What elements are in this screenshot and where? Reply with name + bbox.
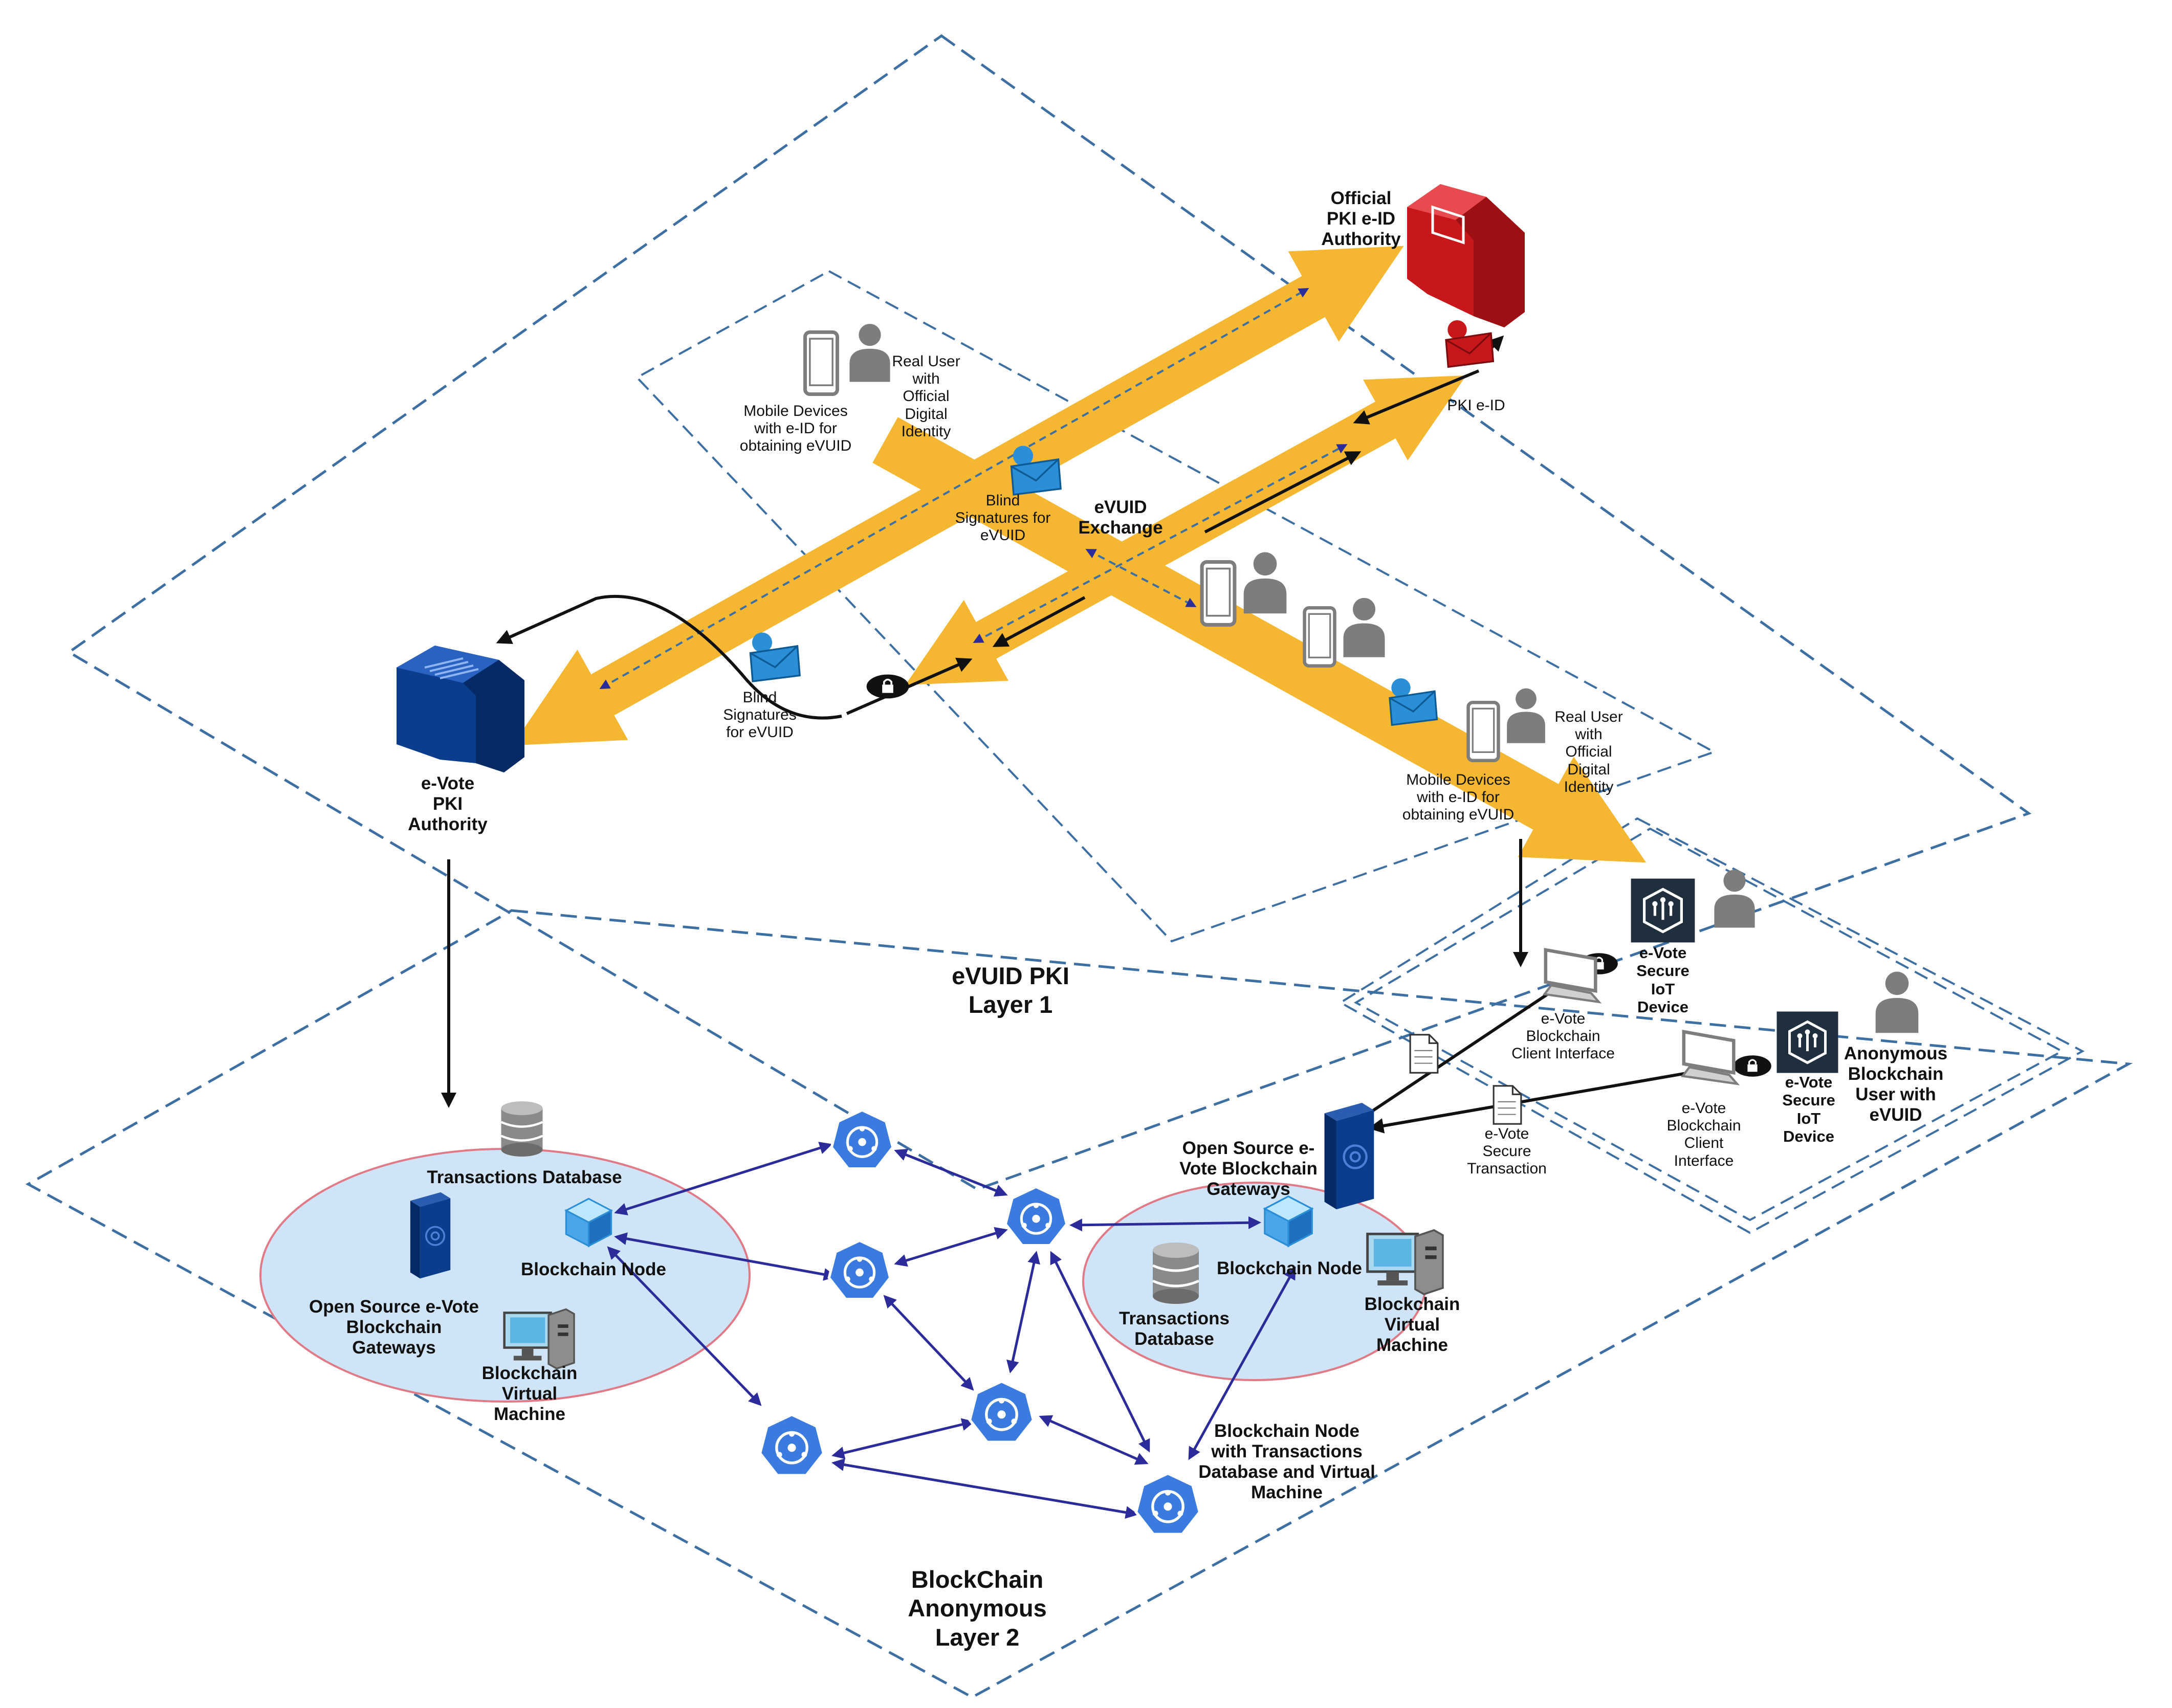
- client-interface-label-2: e-Vote Blockchain Client Interface: [1666, 1100, 1741, 1169]
- left-node-label: Blockchain Node: [521, 1259, 666, 1279]
- anonymous-user-icon: [1875, 971, 1919, 1033]
- official-authority-label: Official PKI e-ID Authority: [1321, 188, 1401, 249]
- client-zone: [1339, 817, 2085, 1234]
- database-icon: [1153, 1243, 1199, 1304]
- virtual-machine-icon: [1368, 1230, 1443, 1294]
- anonymous-user-label: Anonymous Blockchain User with eVUID: [1844, 1044, 1948, 1125]
- client-interface-label-1: e-Vote Blockchain Client Interface: [1511, 1010, 1615, 1062]
- pki-eid-envelope-icon: [1445, 319, 1495, 368]
- iot-device-icon: [1777, 1012, 1838, 1073]
- evote-authority-label: e-Vote PKI Authority: [408, 773, 488, 834]
- mobile-devices-label-bottom: Mobile Devices with e-ID for obtaining e…: [1402, 771, 1515, 824]
- right-gateways-label: Open Source e- Vote Blockchain Gateways: [1179, 1138, 1318, 1199]
- layer2-plane: [25, 909, 2133, 1699]
- layer1-label: eVUID PKI Layer 1: [952, 962, 1069, 1018]
- client-monitor-icon: [1545, 950, 1599, 1002]
- right-node-label: Blockchain Node: [1217, 1258, 1362, 1278]
- secure-transaction-label: e-Vote Secure Transaction: [1467, 1125, 1547, 1178]
- blind-signature-label-bottom: Blind Signatures for eVUID: [723, 689, 797, 741]
- real-user-middle-2: [1305, 597, 1385, 666]
- blind-signature-label-top: Blind Signatures for eVUID: [955, 492, 1051, 544]
- layer1-plane: [67, 34, 2032, 1191]
- network-arrows: [607, 1142, 1296, 1519]
- real-user-label-bottom: Real User with Official Digital Identity: [1554, 708, 1623, 795]
- left-db-label: Transactions Database: [427, 1167, 622, 1187]
- anonymous-user-icon: [1714, 870, 1755, 928]
- real-user-label-top: Real User with Official Digital Identity: [892, 353, 960, 440]
- blind-signature-envelope-icon: [1389, 677, 1438, 726]
- database-icon: [501, 1101, 543, 1157]
- mobile-devices-label-top: Mobile Devices with e-ID for obtaining e…: [739, 403, 852, 455]
- evote-pki-authority-icon: [397, 646, 524, 772]
- secure-transaction-document-icon: [1409, 1034, 1439, 1074]
- blind-signature-envelope-icon: [749, 631, 801, 682]
- secure-transaction-document-icon: [1493, 1085, 1522, 1125]
- full-node-label: Blockchain Node with Transactions Databa…: [1198, 1421, 1375, 1502]
- left-gateways-label: Open Source e-Vote Blockchain Gateways: [309, 1297, 479, 1358]
- right-vm-label: Blockchain Virtual Machine: [1364, 1294, 1460, 1355]
- left-vm-label: Blockchain Virtual Machine: [481, 1363, 578, 1424]
- gateway-icon: [409, 1191, 452, 1280]
- iot-device-label-1: e-Vote Secure IoT Device: [1636, 944, 1690, 1016]
- virtual-machine-icon: [504, 1310, 574, 1369]
- iot-device-icon: [1631, 879, 1695, 943]
- iot-device-label-2: e-Vote Secure IoT Device: [1782, 1073, 1835, 1145]
- official-pki-authority-icon: [1407, 184, 1525, 327]
- right-db-label: Transactions Database: [1119, 1308, 1230, 1349]
- right-gateway-icon: [1325, 1103, 1374, 1209]
- client-monitor-icon: [1683, 1032, 1737, 1084]
- layer2-label: BlockChain Anonymous Layer 2: [908, 1566, 1047, 1651]
- pki-eid-label: PKI e-ID: [1447, 397, 1505, 414]
- band-dashed-arrows: [599, 288, 1348, 689]
- exchange-label: eVUID Exchange: [1078, 497, 1163, 538]
